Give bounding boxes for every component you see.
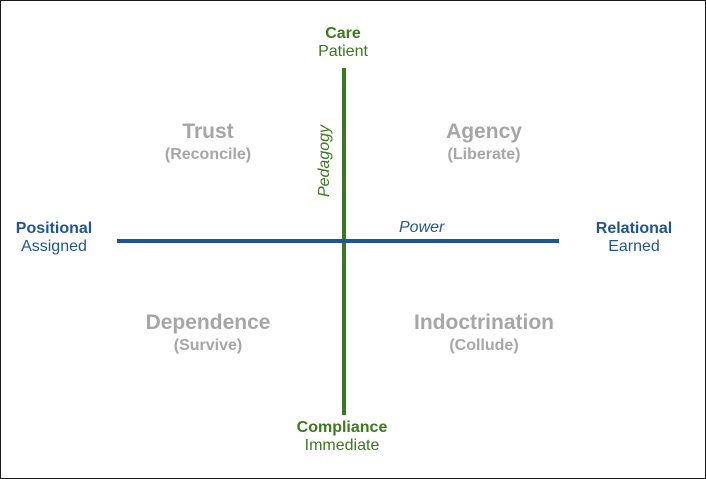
positional-pole-label: Positional Assigned	[3, 220, 105, 257]
liberate-subtitle: (Liberate)	[447, 146, 521, 164]
dependence-title: Dependence	[145, 311, 271, 334]
indoctrination-title: Indoctrination	[414, 311, 554, 334]
positional-title: Positional	[15, 220, 93, 237]
compliance-pole-label: Compliance Immediate	[272, 419, 412, 456]
trust-title: Trust	[182, 120, 234, 143]
care-title: Care	[325, 25, 361, 42]
care-pole-label: Care Patient	[291, 25, 395, 62]
patient-subtitle: Patient	[318, 43, 368, 61]
earned-subtitle: Earned	[608, 238, 660, 256]
quadrant-dependence: Dependence (Survive)	[118, 311, 298, 356]
quadrant-agency: Agency (Liberate)	[409, 120, 559, 165]
assigned-subtitle: Assigned	[21, 238, 87, 256]
power-axis-name: Power	[399, 219, 445, 236]
quadrant-indoctrination: Indoctrination (Collude)	[394, 311, 574, 356]
agency-title: Agency	[446, 120, 522, 143]
reconcile-subtitle: (Reconcile)	[164, 146, 252, 164]
relational-title: Relational	[595, 220, 673, 237]
pedagogy-axis-name: Pedagogy	[316, 124, 333, 198]
power-axis-line	[117, 239, 559, 243]
collude-subtitle: (Collude)	[449, 337, 519, 355]
quadrant-trust: Trust (Reconcile)	[133, 120, 283, 165]
survive-subtitle: (Survive)	[173, 337, 243, 355]
immediate-subtitle: Immediate	[304, 437, 380, 455]
compliance-title: Compliance	[296, 419, 388, 436]
relational-pole-label: Relational Earned	[579, 220, 689, 257]
